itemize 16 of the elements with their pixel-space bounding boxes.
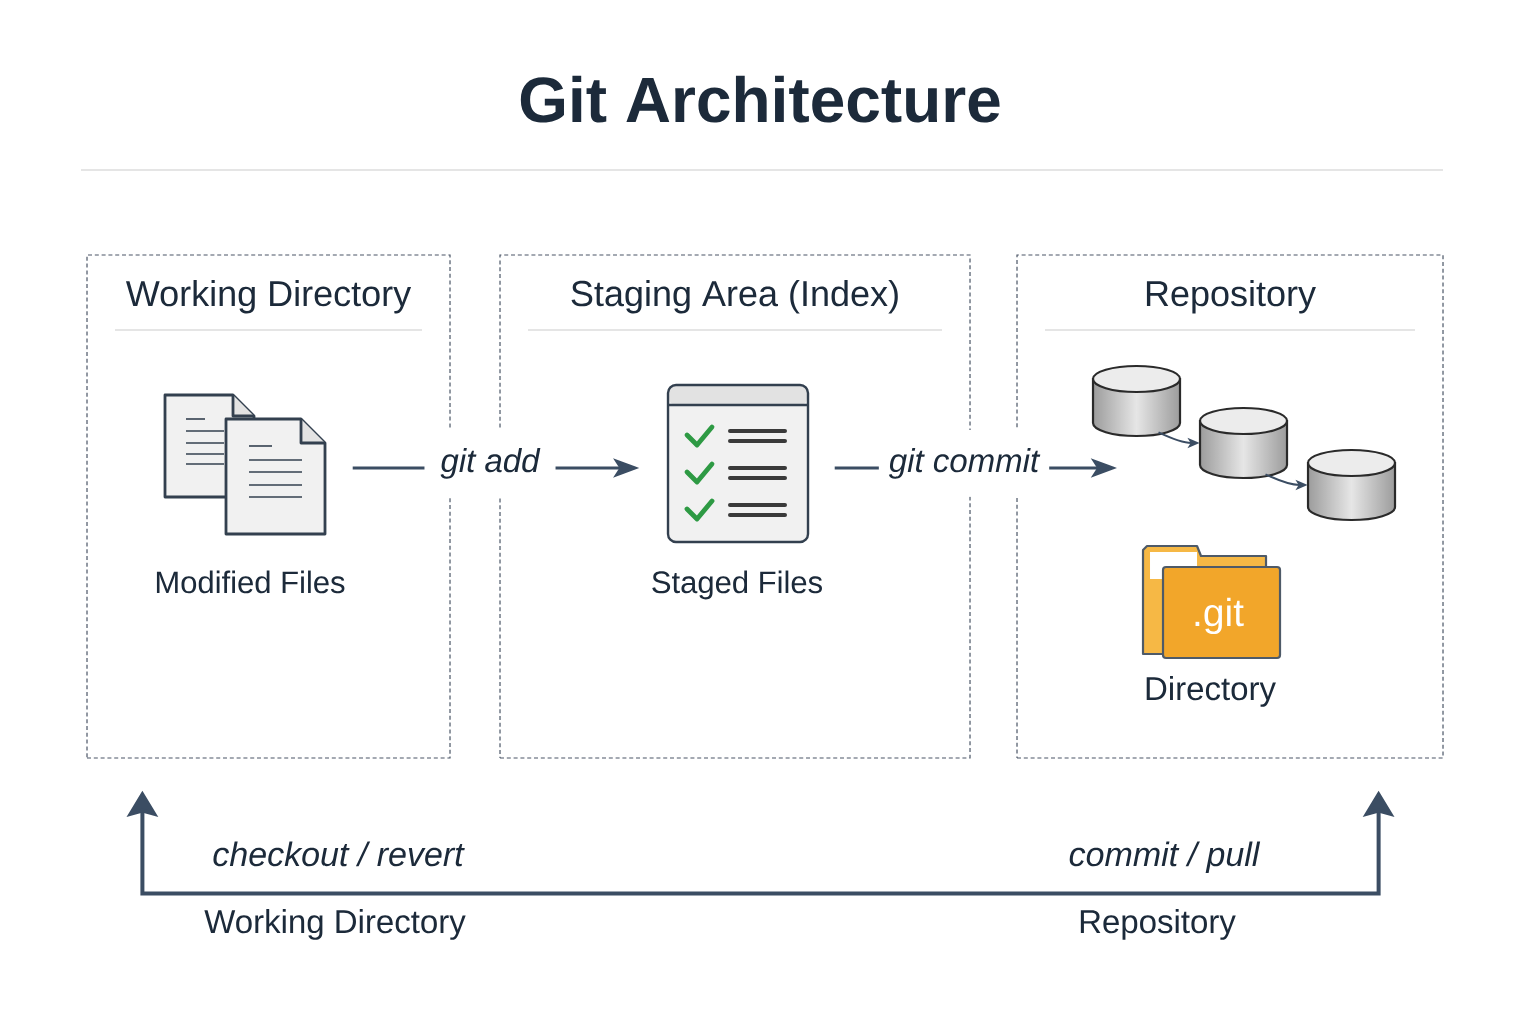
edge-label: git add: [424, 430, 556, 497]
cylinder: [1091, 364, 1182, 438]
panel-heading: Working Directory: [125, 279, 412, 314]
cylinder: [1306, 448, 1397, 522]
node-label: Modified Files: [156, 570, 345, 594]
cylinder: [1198, 406, 1289, 480]
panel-heading: Repository: [1146, 279, 1316, 314]
panel-heading: Staging Area (Index): [571, 279, 898, 314]
node-label: Directory: [1146, 676, 1276, 707]
title: Git Architecture: [520, 75, 1000, 123]
flow-label: commit / pull: [1069, 841, 1261, 874]
edge-label: checkout / revert: [206, 837, 470, 871]
text-label: Working Directory: [204, 909, 466, 940]
text-label: Repository: [1080, 909, 1236, 940]
node-label: Staged Files: [652, 570, 822, 600]
edge-label: git commit: [878, 430, 1050, 497]
